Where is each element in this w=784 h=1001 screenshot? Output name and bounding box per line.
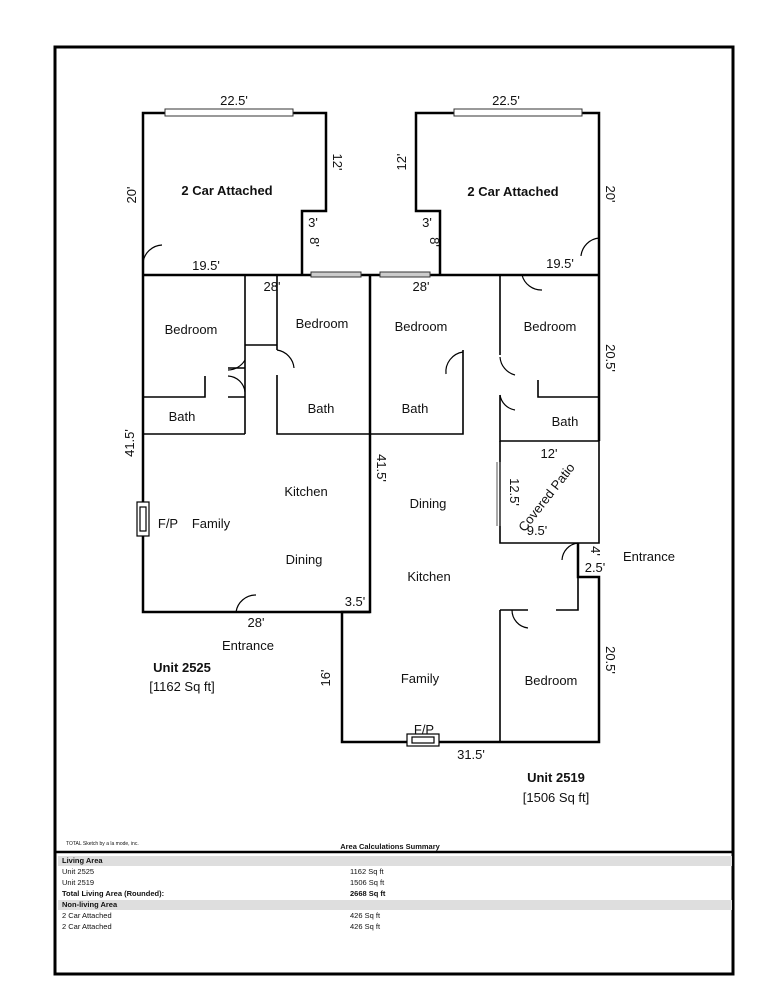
dim-label: 20.5' [603, 344, 618, 372]
dim-label: 41.5' [122, 429, 137, 457]
patio-opening [496, 462, 501, 526]
table-row: Unit 2525 1162 Sq ft [58, 867, 732, 877]
bath-label: Bath [402, 401, 429, 416]
row-label: Unit 2519 [62, 878, 95, 887]
bedroom-label: Bedroom [165, 322, 218, 337]
living-area-header: Living Area [58, 856, 732, 866]
dim-label: 12' [541, 446, 558, 461]
kitchen-label: Kitchen [407, 569, 450, 584]
dim-label: 3' [422, 215, 432, 230]
family-label: Family [192, 516, 231, 531]
fireplace-label: F/P [158, 516, 178, 531]
bedroom-label: Bedroom [525, 673, 578, 688]
section-header: Non-living Area [62, 900, 118, 909]
row-label: Unit 2525 [62, 867, 95, 876]
software-credit: TOTAL Sketch by a la mode, inc. [66, 841, 139, 847]
section-header: Living Area [62, 856, 103, 865]
bedroom-label: Bedroom [395, 319, 448, 334]
dim-label: 19.5' [546, 256, 574, 271]
table-row: 2 Car Attached 426 Sq ft [58, 922, 732, 932]
unit-right-area: [1506 Sq ft] [523, 790, 590, 805]
dim-label: 31.5' [457, 747, 485, 762]
row-label: 2 Car Attached [62, 922, 112, 931]
table-row: Unit 2519 1506 Sq ft [58, 878, 732, 888]
dining-label: Dining [286, 552, 323, 567]
table-row: 2 Car Attached 426 Sq ft [58, 911, 732, 921]
area-summary-table: Living Area Unit 2525 1162 Sq ft Unit 25… [58, 856, 732, 936]
table-row-total: Total Living Area (Rounded): 2668 Sq ft [58, 889, 732, 899]
dim-label: 3.5' [345, 594, 366, 609]
dim-label: 2.5' [585, 560, 606, 575]
dim-label: 19.5' [192, 258, 220, 273]
row-value: 1506 Sq ft [350, 878, 385, 887]
row-value: 426 Sq ft [350, 922, 381, 931]
unit-right-name: Unit 2519 [527, 770, 585, 785]
dim-label: 12' [394, 154, 409, 171]
summary-title: Area Calculations Summary [340, 842, 440, 851]
fireplace-label: F/P [414, 722, 434, 737]
garage-right-label: 2 Car Attached [467, 184, 558, 199]
dim-label: 8' [307, 237, 322, 247]
unit-left-area: [1162 Sq ft] [149, 679, 215, 694]
dim-label: 22.5' [492, 93, 520, 108]
nonliving-area-header: Non-living Area [58, 900, 732, 910]
bath-label: Bath [552, 414, 579, 429]
dim-label: 12' [330, 154, 345, 171]
unit-left-name: Unit 2525 [153, 660, 211, 675]
bedroom-label: Bedroom [296, 316, 349, 331]
row-label: Total Living Area (Rounded): [62, 889, 165, 898]
bath-label: Bath [169, 409, 196, 424]
dim-label: 3' [308, 215, 318, 230]
row-label: 2 Car Attached [62, 911, 112, 920]
dim-label: 16' [318, 670, 333, 687]
dim-label: 20' [603, 186, 618, 203]
entrance-label: Entrance [222, 638, 274, 653]
garage-left-label: 2 Car Attached [181, 183, 272, 198]
garage-left-walls [141, 111, 328, 275]
dim-label: 9.5' [527, 523, 548, 538]
garage-right-walls [414, 111, 601, 275]
kitchen-label: Kitchen [284, 484, 327, 499]
dim-label: 22.5' [220, 93, 248, 108]
family-label: Family [401, 671, 440, 686]
row-value: 426 Sq ft [350, 911, 381, 920]
dim-label: 20.5' [603, 646, 618, 674]
row-value: 1162 Sq ft [350, 867, 384, 876]
dim-label: 20' [124, 187, 139, 204]
dim-label: 8' [427, 237, 442, 247]
dim-label: 28' [413, 279, 430, 294]
page-border [53, 45, 735, 976]
unit-right-walls [340, 543, 601, 744]
dim-label: 4' [588, 546, 603, 556]
walls [141, 111, 601, 744]
dining-label: Dining [410, 496, 447, 511]
entrance-label: Entrance [623, 549, 675, 564]
bedroom-label: Bedroom [524, 319, 577, 334]
dim-label: 12.5' [507, 478, 522, 506]
row-value: 2668 Sq ft [350, 889, 386, 898]
dim-label: 41.5' [374, 454, 389, 482]
dim-label: 28' [248, 615, 265, 630]
doors [142, 237, 600, 629]
bath-label: Bath [308, 401, 335, 416]
windows [164, 108, 583, 278]
dim-label: 28' [264, 279, 281, 294]
fireplace-shapes [136, 501, 440, 747]
